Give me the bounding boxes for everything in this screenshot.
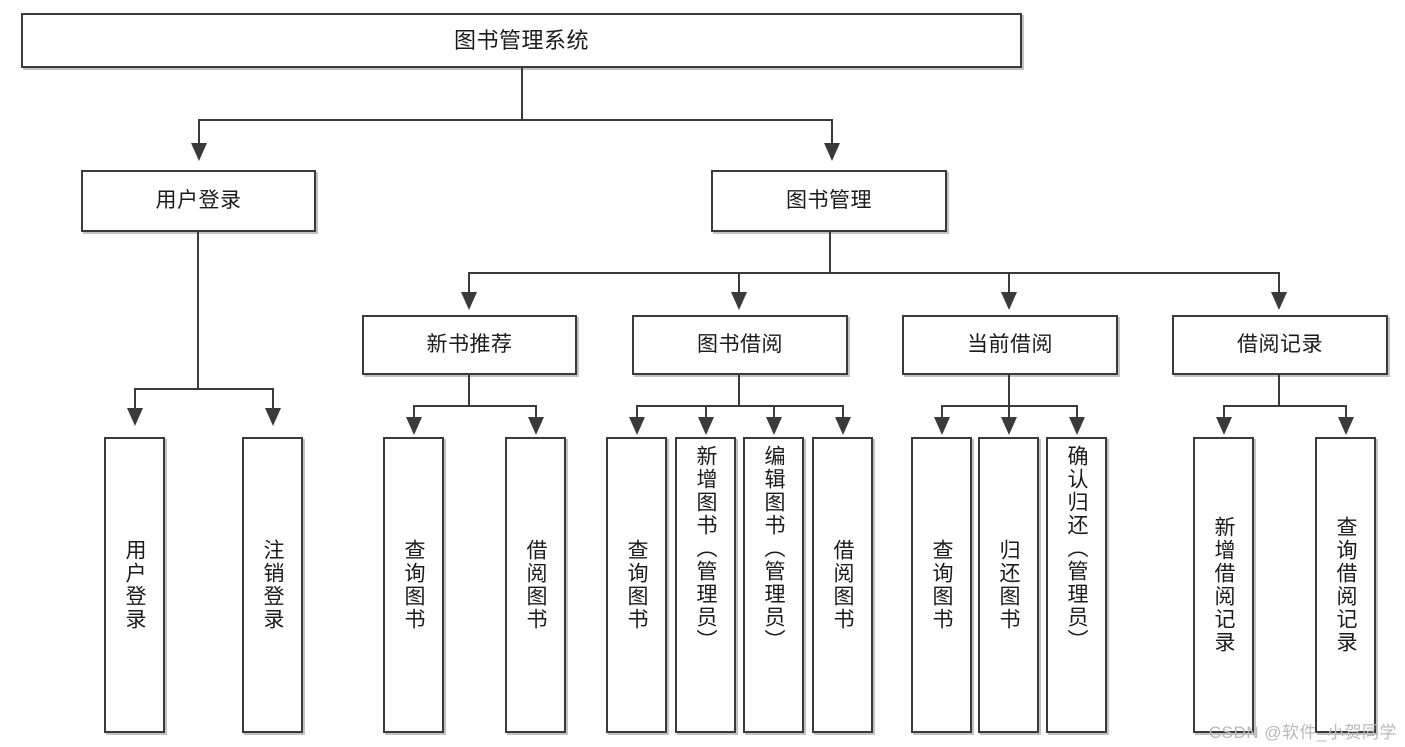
arrowhead-leaf-edit-book bbox=[766, 417, 782, 435]
connector-to-borrow-record bbox=[1278, 272, 1280, 294]
arrowhead-to-user-login bbox=[191, 143, 207, 161]
arrowhead-leaf-add-record bbox=[1216, 417, 1232, 435]
node-label: 当前借阅 bbox=[967, 332, 1053, 356]
leaf-query-record[interactable]: 查询借阅记录 bbox=[1315, 437, 1376, 733]
node-label: 查询图书 bbox=[402, 539, 425, 631]
node-label: 新书推荐 bbox=[426, 332, 513, 356]
arrowhead-leaf-add-book bbox=[698, 417, 714, 435]
leaf-add-record[interactable]: 新增借阅记录 bbox=[1193, 437, 1254, 733]
connector-cb-2 bbox=[1008, 405, 1010, 419]
node-label: 注销登录 bbox=[261, 539, 284, 631]
node-label: 新增图书（管理员） bbox=[694, 445, 717, 652]
leaf-confirm-return[interactable]: 确认归还（管理员） bbox=[1046, 437, 1107, 733]
node-label: 确认归还（管理员） bbox=[1065, 445, 1088, 652]
arrowhead-leaf-query-book-1 bbox=[406, 417, 422, 435]
leaf-query-book-3[interactable]: 查询图书 bbox=[911, 437, 972, 733]
connector-user-login-right bbox=[272, 388, 274, 410]
node-label: 借阅记录 bbox=[1237, 332, 1323, 356]
leaf-user-login[interactable]: 用户登录 bbox=[104, 437, 165, 733]
arrowhead-leaf-user-login bbox=[127, 408, 143, 426]
connector-new-book-recommend-bus bbox=[413, 405, 537, 407]
connector-to-new-book-recommend bbox=[468, 272, 470, 294]
arrowhead-leaf-borrow-book-1 bbox=[528, 417, 544, 435]
arrowhead-leaf-confirm-return bbox=[1069, 417, 1085, 435]
connector-current-borrow-stem bbox=[1008, 375, 1010, 406]
connector-borrow-record-stem bbox=[1278, 375, 1280, 406]
leaf-borrow-book-2[interactable]: 借阅图书 bbox=[812, 437, 873, 733]
connector-borrow-record-bus bbox=[1223, 405, 1347, 407]
connector-level3-bus bbox=[468, 272, 1280, 274]
arrowhead-leaf-query-book-2 bbox=[629, 417, 645, 435]
connector-nbr-left bbox=[413, 405, 415, 419]
connector-bb-3 bbox=[773, 405, 775, 419]
leaf-query-book-2[interactable]: 查询图书 bbox=[606, 437, 667, 733]
connector-book-management-stem bbox=[829, 232, 831, 273]
connector-user-login-bus bbox=[134, 388, 274, 390]
connector-book-borrow-bus bbox=[636, 405, 844, 407]
connector-bb-4 bbox=[842, 405, 844, 419]
arrowhead-leaf-return-book bbox=[1001, 417, 1017, 435]
connector-user-login-stem bbox=[197, 232, 199, 389]
node-label: 查询图书 bbox=[930, 539, 953, 631]
node-user-login[interactable]: 用户登录 bbox=[81, 170, 316, 232]
node-label: 图书管理 bbox=[786, 188, 872, 212]
node-borrow-record[interactable]: 借阅记录 bbox=[1172, 315, 1388, 375]
arrowhead-leaf-query-record bbox=[1338, 417, 1354, 435]
connector-new-book-recommend-stem bbox=[468, 375, 470, 406]
node-label: 用户登录 bbox=[123, 539, 146, 631]
leaf-return-book[interactable]: 归还图书 bbox=[978, 437, 1039, 733]
connector-root-to-book-management bbox=[831, 119, 833, 145]
node-label: 图书管理系统 bbox=[453, 27, 589, 53]
arrowhead-leaf-logout bbox=[265, 408, 281, 426]
node-label: 用户登录 bbox=[155, 188, 242, 212]
node-label: 借阅图书 bbox=[831, 539, 854, 631]
connector-bb-2 bbox=[705, 405, 707, 419]
connector-cb-3 bbox=[1076, 405, 1078, 419]
node-label: 查询图书 bbox=[625, 539, 648, 631]
node-label: 编辑图书（管理员） bbox=[762, 445, 785, 652]
connector-nbr-right bbox=[535, 405, 537, 419]
connector-root-bus bbox=[198, 119, 833, 121]
node-new-book-recommend[interactable]: 新书推荐 bbox=[362, 315, 577, 375]
node-label: 图书借阅 bbox=[697, 332, 783, 356]
connector-root-to-user-login bbox=[198, 119, 200, 145]
connector-br-right bbox=[1345, 405, 1347, 419]
arrowhead-leaf-borrow-book-2 bbox=[835, 417, 851, 435]
arrowhead-leaf-query-book-3 bbox=[934, 417, 950, 435]
connector-bb-1 bbox=[636, 405, 638, 419]
node-label: 借阅图书 bbox=[524, 539, 547, 631]
connector-root-stem bbox=[521, 68, 523, 120]
leaf-add-book[interactable]: 新增图书（管理员） bbox=[675, 437, 736, 733]
arrowhead-book-borrow bbox=[731, 292, 747, 310]
leaf-borrow-book-1[interactable]: 借阅图书 bbox=[505, 437, 566, 733]
connector-book-borrow-stem bbox=[738, 375, 740, 406]
node-book-management[interactable]: 图书管理 bbox=[711, 170, 947, 232]
connector-to-current-borrow bbox=[1008, 272, 1010, 294]
arrowhead-to-book-management bbox=[824, 143, 840, 161]
node-current-borrow[interactable]: 当前借阅 bbox=[902, 315, 1118, 375]
node-root-book-management-system[interactable]: 图书管理系统 bbox=[21, 13, 1022, 68]
node-book-borrow[interactable]: 图书借阅 bbox=[632, 315, 848, 375]
leaf-query-book-1[interactable]: 查询图书 bbox=[383, 437, 444, 733]
arrowhead-new-book-recommend bbox=[461, 292, 477, 310]
node-label: 新增借阅记录 bbox=[1212, 516, 1235, 654]
node-label: 归还图书 bbox=[997, 539, 1020, 631]
connector-user-login-left bbox=[134, 388, 136, 410]
arrowhead-current-borrow bbox=[1001, 292, 1017, 310]
arrowhead-borrow-record bbox=[1271, 292, 1287, 310]
connector-cb-1 bbox=[941, 405, 943, 419]
leaf-logout[interactable]: 注销登录 bbox=[242, 437, 303, 733]
leaf-edit-book[interactable]: 编辑图书（管理员） bbox=[743, 437, 804, 733]
connector-to-book-borrow bbox=[738, 272, 740, 294]
connector-br-left bbox=[1223, 405, 1225, 419]
node-label: 查询借阅记录 bbox=[1334, 516, 1357, 654]
